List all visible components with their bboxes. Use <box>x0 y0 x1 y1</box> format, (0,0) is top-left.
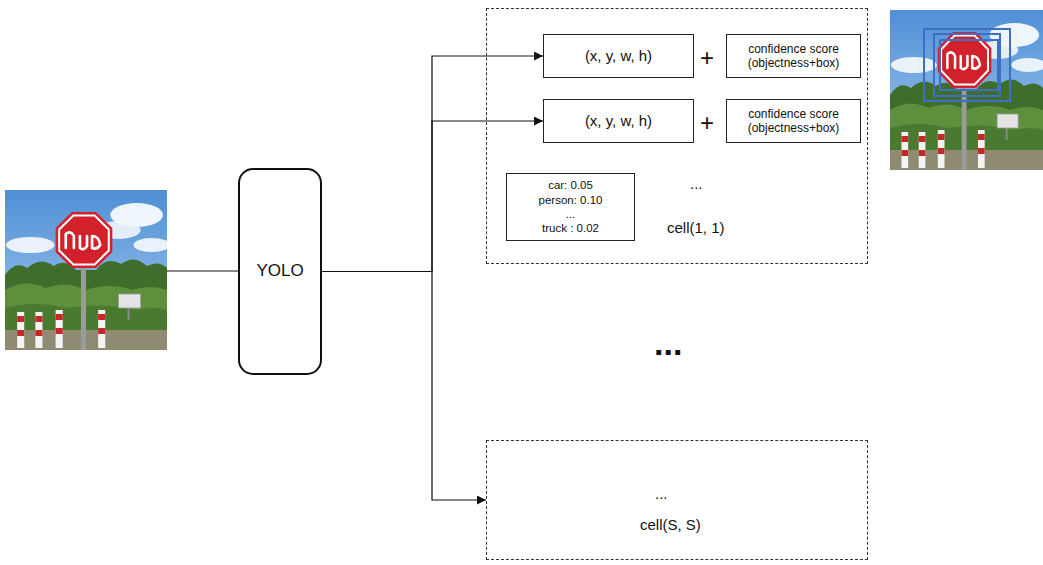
grid-cell-region: ... cell(S, S) <box>486 440 868 560</box>
box-text: truck : 0.02 <box>542 221 599 235</box>
plus-sign: + <box>700 46 714 70</box>
confidence-box: confidence score (objectness+box) <box>726 34 861 78</box>
box-coordinates: (x, y, w, h) <box>543 34 694 78</box>
box-text: confidence score (objectness+box) <box>733 107 854 136</box>
grid-cell-region: (x, y, w, h) confidence score (objectness… <box>486 8 868 264</box>
input-photo <box>5 190 170 350</box>
model-box: YOLO <box>238 168 322 375</box>
cell-label: ... <box>690 175 703 193</box>
box-text: (x, y, w, h) <box>585 47 652 65</box>
output-photo <box>890 10 1043 170</box>
box-text: ... <box>566 207 576 221</box>
cell-label: cell(1, 1) <box>667 219 725 237</box>
cell-label: ... <box>655 485 668 503</box>
box-coordinates: (x, y, w, h) <box>543 99 694 143</box>
box-text: YOLO <box>256 261 303 281</box>
arrow-connector <box>322 272 486 501</box>
confidence-box: confidence score (objectness+box) <box>726 99 861 143</box>
box-text: (x, y, w, h) <box>585 112 652 130</box>
plus-sign: + <box>700 111 714 135</box>
box-text: car: 0.05 <box>548 178 593 192</box>
input-line <box>167 270 238 271</box>
box-text: person: 0.10 <box>539 193 603 207</box>
ellipsis: ... <box>654 326 682 360</box>
class-probabilities: car: 0.05person: 0.10...truck : 0.02 <box>506 173 635 241</box>
cell-label: cell(S, S) <box>640 516 701 534</box>
box-text: confidence score (objectness+box) <box>733 42 854 71</box>
bounding-boxes <box>924 29 1010 101</box>
